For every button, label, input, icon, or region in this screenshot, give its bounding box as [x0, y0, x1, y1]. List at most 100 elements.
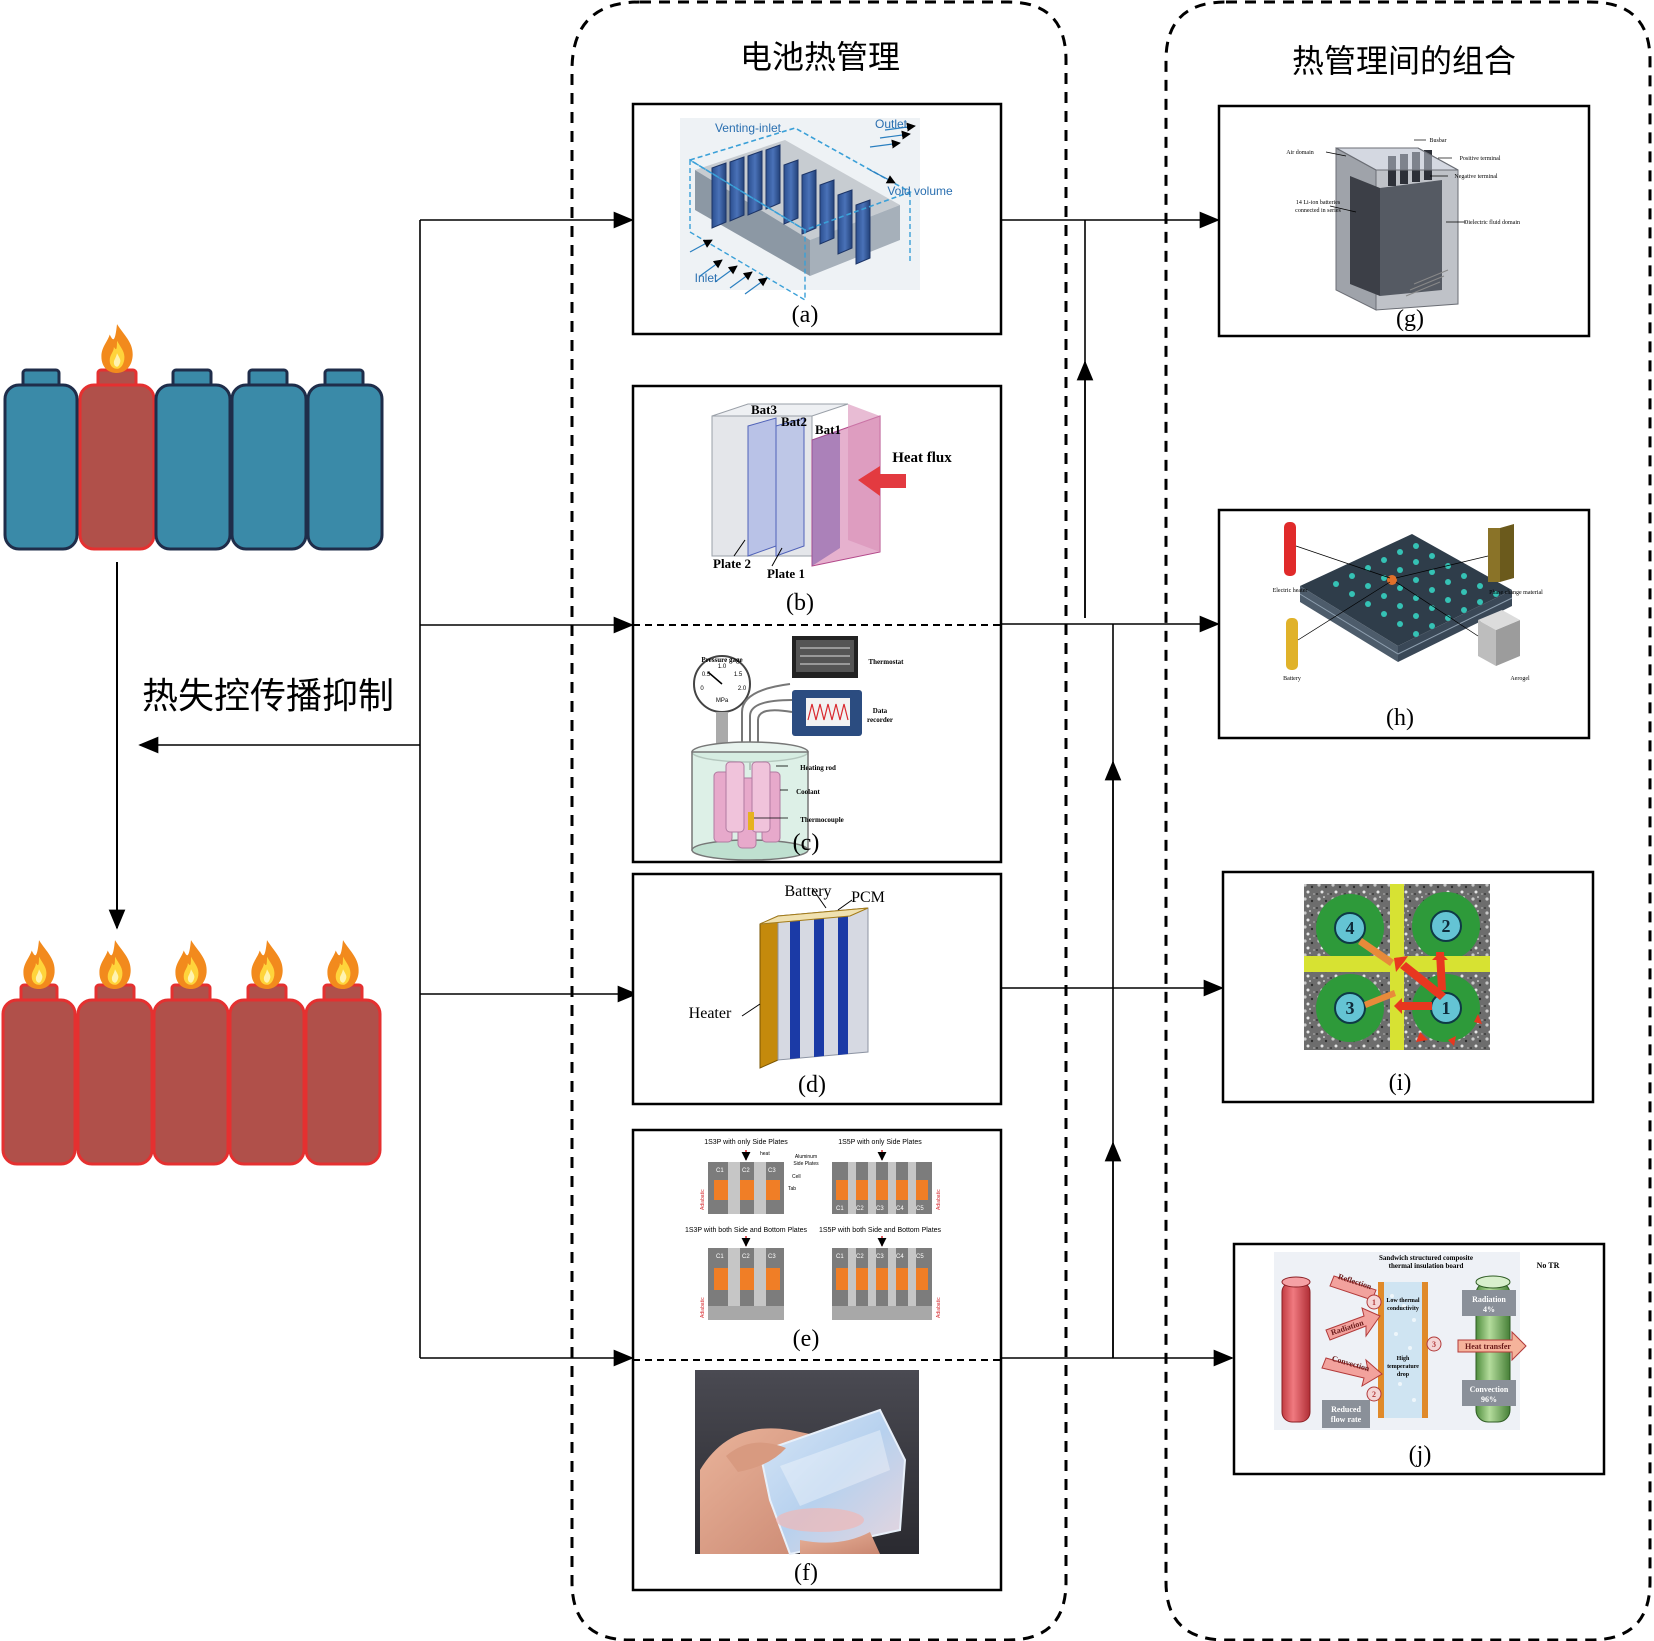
- panel-i: 4 2 3 1 (i): [1221, 870, 1595, 1104]
- label-e-tab: Tab: [788, 1186, 796, 1192]
- e-q2-layout: C1 C2 C3 C4 C5 Adiabatic: [832, 1150, 942, 1214]
- label-e-c2: C2: [856, 1254, 864, 1260]
- panel-e-illustration: 1S3P with only Side Plates 1S5P with onl…: [685, 1139, 942, 1320]
- label-coolant: Coolant: [796, 788, 820, 796]
- label-j-title1: Sandwich structured composite: [1379, 1254, 1473, 1262]
- label-g-series: connected in series: [1295, 208, 1341, 214]
- pcm-aerogel-module: Electric heater Battery Phase change mat…: [1273, 522, 1543, 682]
- label-e-c3: C3: [876, 1254, 884, 1260]
- caption-i: (i): [1389, 1070, 1412, 1096]
- caption-g: (g): [1396, 306, 1424, 332]
- left-label: 热失控传播抑制: [142, 676, 394, 717]
- panel-bc: Bat3 Bat2 Bat1 Heat flux Plate 2 Plate 1…: [631, 384, 1003, 864]
- e-q1-layout: heat C1 C2 C3 Aluminum Side Plates Cell …: [700, 1150, 819, 1214]
- column-mid-title: 电池热管理: [740, 38, 900, 76]
- label-gage-0: 0: [700, 686, 704, 692]
- label-e-q2: 1S5P with only Side Plates: [838, 1139, 922, 1146]
- battery-group-bottom: [1, 940, 382, 1166]
- battery-cell-overheated: [76, 983, 154, 1166]
- flame-icon: [175, 940, 207, 989]
- label-j-n2: 2: [1372, 1390, 1376, 1399]
- label-pcm: PCM: [851, 889, 885, 906]
- label-e-c4: C4: [896, 1206, 904, 1212]
- label-bat1: Bat1: [815, 422, 841, 437]
- battery-cell-blue: [230, 368, 308, 551]
- battery-cell-blue: [3, 368, 79, 551]
- label-e-c3: C3: [768, 1168, 776, 1174]
- battery-cell-overheated: [1, 983, 77, 1166]
- label-g-busbar: Busbar: [1430, 138, 1447, 144]
- label-e-c3: C3: [768, 1254, 776, 1260]
- label-e-q1: 1S3P with only Side Plates: [704, 1139, 788, 1146]
- label-j-radiation-pct: 4%: [1483, 1305, 1495, 1314]
- label-h-pcm: Phase change material: [1489, 590, 1543, 596]
- label-i-3: 3: [1346, 998, 1355, 1018]
- label-e-side-plates: Side Plates: [793, 1161, 819, 1167]
- label-e-adiabatic: Adiabatic: [936, 1297, 942, 1318]
- immersion-cooling-module: Air domain Busbar Positive terminal Nega…: [1286, 138, 1520, 311]
- label-gage-15: 1.5: [734, 672, 743, 678]
- label-gage-10: 1.0: [718, 664, 727, 670]
- panel-a: Venting-inlet Outlet Void volume Inlet (…: [631, 102, 1003, 336]
- caption-f: (f): [794, 1560, 818, 1586]
- battery-cell-overheated: [152, 983, 230, 1166]
- sandwich-insulation-schematic: Sandwich structured composite thermal in…: [1274, 1252, 1560, 1430]
- flame-icon: [23, 940, 55, 989]
- label-e-c4: C4: [896, 1254, 904, 1260]
- label-e-c2: C2: [742, 1254, 750, 1260]
- connector-lines: [138, 211, 1234, 1367]
- label-e-c5: C5: [916, 1254, 924, 1260]
- label-j-conductivity: conductivity: [1387, 1306, 1419, 1312]
- label-j-temperature: temperature: [1387, 1364, 1419, 1370]
- battery-cell-overheated: [228, 983, 306, 1166]
- caption-j: (j): [1409, 1442, 1432, 1468]
- flame-icon: [251, 940, 283, 989]
- label-j-no-tr: No TR: [1537, 1261, 1560, 1270]
- label-g-dielectric: Dielectric fluid domain: [1464, 219, 1520, 226]
- label-thermostat: Thermostat: [869, 658, 905, 666]
- label-i-2: 2: [1442, 916, 1451, 936]
- label-j-n1: 1: [1372, 1298, 1376, 1307]
- caption-b: (b): [786, 590, 814, 616]
- battery-cell-blue: [154, 368, 232, 551]
- label-data: Data: [873, 707, 888, 715]
- label-g-air-domain: Air domain: [1286, 150, 1314, 156]
- label-thermocouple: Thermocouple: [800, 816, 844, 824]
- label-i-1: 1: [1442, 998, 1451, 1018]
- panel-d: Battery PCM Heater (d): [631, 872, 1003, 1106]
- caption-e: (e): [793, 1326, 820, 1352]
- column-right-frame: [1164, 0, 1652, 1641]
- panel-b-illustration: Bat3 Bat2 Bat1 Heat flux Plate 2 Plate 1: [711, 402, 952, 581]
- battery-cell-overheated: [78, 368, 156, 551]
- label-e-q4: 1S5P with both Side and Bottom Plates: [819, 1227, 942, 1234]
- panel-c-illustration: MPa 0 0.5 1.0 1.5 2.0 Pressure gage Ther…: [691, 636, 905, 861]
- label-e-c1: C1: [836, 1254, 844, 1260]
- label-battery: Battery: [784, 883, 831, 900]
- caption-a: (a): [792, 302, 819, 328]
- label-h-electric-heater: Electric heater: [1273, 588, 1308, 594]
- label-inlet: Inlet: [695, 271, 718, 285]
- label-j-high: High: [1397, 1356, 1410, 1362]
- radiation-arrow: [1325, 1307, 1381, 1341]
- cell-array-top-view: 4 2 3 1: [1304, 884, 1490, 1050]
- label-venting-inlet: Venting-inlet: [715, 121, 782, 135]
- e-q4-layout: C1 C2 C3 C4 C5 Adiabatic: [832, 1236, 942, 1320]
- label-g-negative-terminal: Negative terminal: [1454, 174, 1497, 180]
- label-e-aluminum: Aluminum: [795, 1154, 817, 1160]
- label-recorder: recorder: [867, 716, 893, 724]
- panel-f-photo: [695, 1370, 919, 1556]
- label-e-c1: C1: [716, 1254, 724, 1260]
- label-bat3: Bat3: [751, 402, 778, 417]
- panel-h: Electric heater Battery Phase change mat…: [1217, 508, 1591, 740]
- battery-group-top: [3, 324, 384, 551]
- label-e-c3: C3: [876, 1206, 884, 1212]
- flame-icon: [99, 940, 131, 989]
- label-heater: Heater: [689, 1005, 732, 1022]
- flame-icon: [327, 940, 359, 989]
- label-h-aerogel: Aerogel: [1510, 676, 1530, 682]
- label-gage-20: 2.0: [738, 686, 747, 692]
- label-j-drop: drop: [1397, 1372, 1410, 1378]
- label-e-adiabatic: Adiabatic: [700, 1297, 706, 1318]
